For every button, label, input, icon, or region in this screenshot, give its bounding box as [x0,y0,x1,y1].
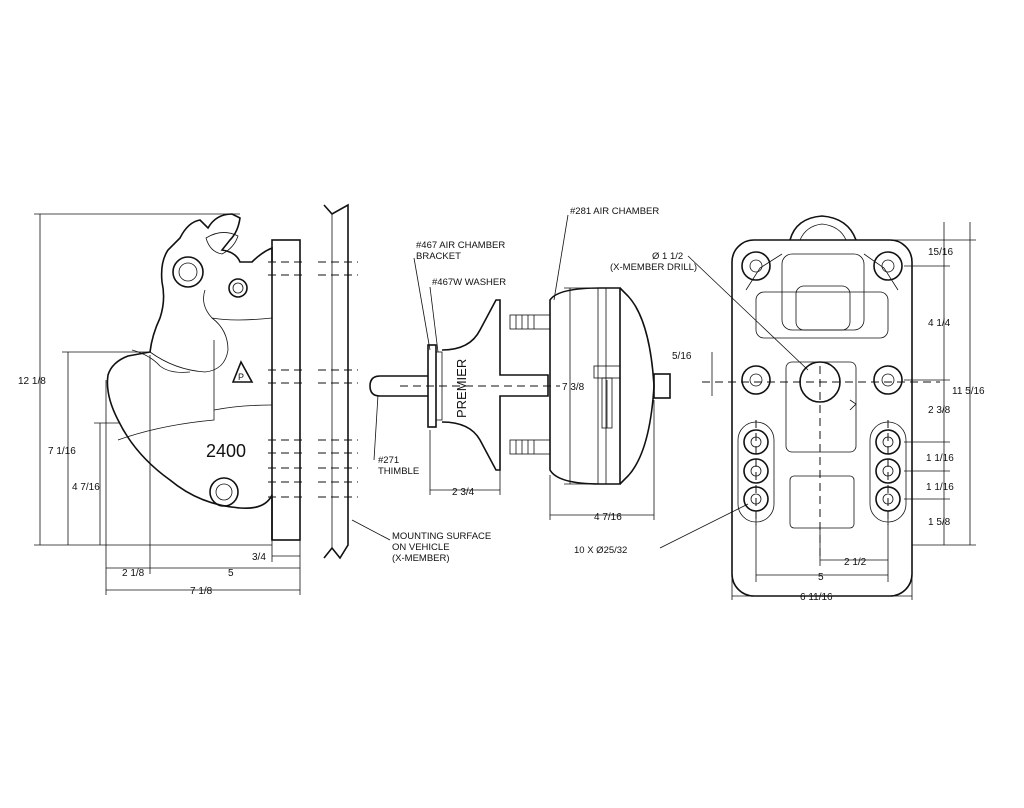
crossmember-section [323,203,349,560]
side-view: P 2400 [18,213,304,597]
svg-text:3/4: 3/4 [252,552,266,563]
svg-text:THIMBLE: THIMBLE [378,466,419,477]
lower-window [789,475,855,529]
svg-text:15/16: 15/16 [928,247,953,258]
jaw-outline [149,289,229,373]
svg-text:7 3/8: 7 3/8 [562,382,585,393]
top-cap [789,215,857,241]
svg-text:1 1/16: 1 1/16 [926,482,954,493]
svg-text:#467 AIR CHAMBER: #467 AIR CHAMBER [416,240,505,251]
air-chamber-housing [549,287,621,485]
air-chamber-view: PREMIER #467 AIR CHAMBER BRACKET #467W W… [369,206,671,523]
svg-text:(X-MEMBER): (X-MEMBER) [392,553,450,564]
svg-text:10 X Ø25/32: 10 X Ø25/32 [574,545,627,556]
mounting-flange [271,239,301,541]
svg-text:P: P [238,372,244,382]
svg-text:4 7/16: 4 7/16 [594,512,622,523]
air-port [653,373,671,399]
svg-text:7 1/8: 7 1/8 [190,586,213,597]
thimble [369,375,428,397]
svg-text:#467W WASHER: #467W WASHER [432,277,506,288]
svg-text:5/16: 5/16 [672,351,692,362]
svg-text:7 1/16: 7 1/16 [48,446,76,457]
svg-text:#281 AIR CHAMBER: #281 AIR CHAMBER [570,206,659,217]
pivot-bolt-icon [172,256,204,288]
center-window [785,361,857,453]
top-view: Ø 1 1/2 (X-MEMBER DRILL) 10 X Ø25/32 5/1… [574,215,985,603]
svg-text:5: 5 [228,568,234,579]
svg-text:Ø 1 1/2: Ø 1 1/2 [652,251,683,262]
svg-text:1 5/8: 1 5/8 [928,517,951,528]
svg-text:1 1/16: 1 1/16 [926,453,954,464]
latch [205,232,239,255]
svg-text:4 7/16: 4 7/16 [72,482,100,493]
premier-logo-icon: P [231,360,254,383]
washer [435,351,443,421]
svg-text:BRACKET: BRACKET [416,251,461,262]
lower-bolt-icon [209,477,239,507]
air-chamber-bracket [441,299,549,471]
svg-text:2 3/8: 2 3/8 [928,405,951,416]
svg-text:MOUNTING SURFACE: MOUNTING SURFACE [392,531,491,542]
svg-text:2 1/8: 2 1/8 [122,568,145,579]
edge-view: MOUNTING SURFACE ON VEHICLE (X-MEMBER) [318,203,491,564]
small-pin-icon [228,278,248,298]
hole-centerlines [268,261,304,498]
svg-text:12 1/8: 12 1/8 [18,376,46,387]
svg-text:#271: #271 [378,455,399,466]
svg-text:5: 5 [818,572,824,583]
brand-label: PREMIER [454,359,469,418]
svg-text:2 1/2: 2 1/2 [844,557,867,568]
mounting-studs [509,314,551,455]
svg-text:ON VEHICLE: ON VEHICLE [392,542,450,553]
hook-body [106,213,273,540]
svg-text:6 11/16: 6 11/16 [800,592,833,603]
svg-text:2 3/4: 2 3/4 [452,487,475,498]
svg-text:11 5/16: 11 5/16 [952,386,985,397]
svg-text:4 1/4: 4 1/4 [928,318,951,329]
model-number: 2400 [206,441,246,461]
svg-text:(X-MEMBER DRILL): (X-MEMBER DRILL) [610,262,697,273]
